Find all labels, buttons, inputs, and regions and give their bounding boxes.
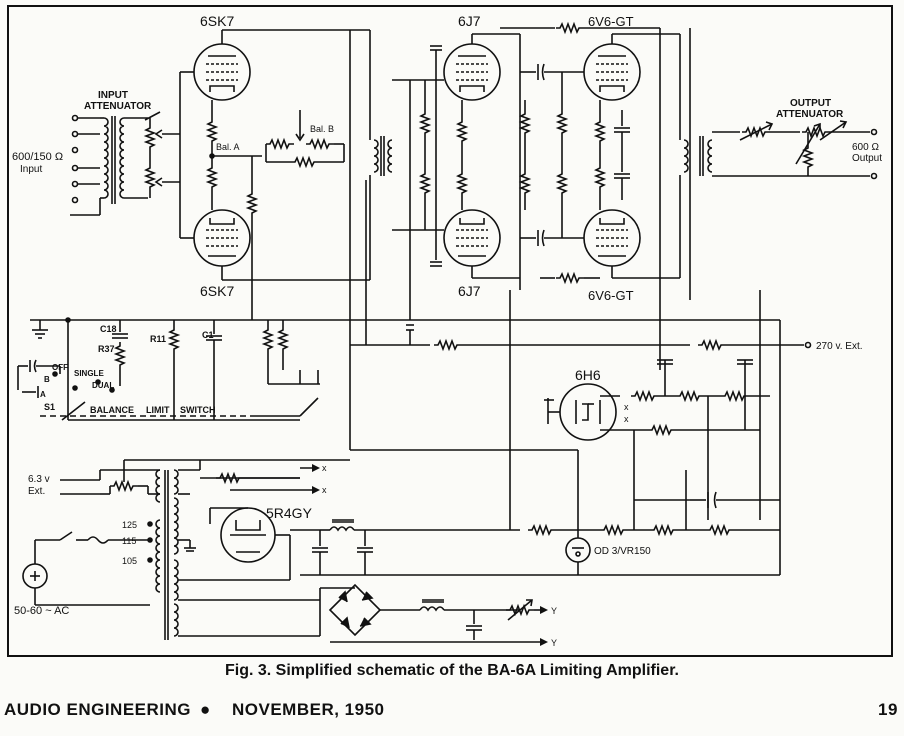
footer-date: NOVEMBER, 1950 (232, 700, 385, 719)
tube-label-6j7-top: 6J7 (458, 13, 481, 29)
vr-tube-label: OD 3/VR150 (594, 546, 651, 557)
bias-rectifier-bridge (319, 583, 546, 643)
tube-6v6-top (583, 33, 680, 101)
input-attenuator-label-1: INPUT (98, 90, 128, 101)
filter-network (300, 290, 781, 576)
balance-network (179, 29, 371, 320)
tube-label-6v6-top: 6V6-GT (588, 14, 634, 29)
ext-63-label-b: Ext. (28, 486, 45, 497)
s1-label: S1 (44, 402, 55, 412)
tap-115-label: 115 (122, 536, 136, 546)
r11-label: R11 (150, 334, 166, 344)
diagram-border (7, 5, 893, 657)
tube-6sk7-top (180, 29, 260, 101)
ac-mains-label: 50-60 ~ AC (14, 605, 69, 617)
output-word-label: Output (852, 153, 882, 164)
limit-label: LIMIT (146, 405, 170, 415)
dual-label: DUAL (92, 381, 114, 390)
off-label: OFF (52, 363, 68, 372)
tube-label-6v6-bottom: 6V6-GT (588, 288, 634, 303)
270v-rail (349, 30, 812, 450)
tube-label-6j7-bottom: 6J7 (458, 283, 481, 299)
tube-6h6 (544, 290, 770, 520)
tube-6j7-bottom (443, 209, 520, 279)
input-transformer (70, 116, 148, 216)
tap-125-label: 125 (122, 520, 137, 530)
y-label-1: Y (551, 606, 557, 616)
x-label-3: x (624, 402, 629, 412)
ext-270-label: 270 v. Ext. (816, 341, 863, 352)
tap-105-label: 105 (122, 556, 137, 566)
x-label-1: x (322, 463, 327, 473)
mains-input (22, 521, 153, 606)
tube-5r4gy (209, 507, 320, 580)
output-attenuator-label-1: OUTPUT (790, 98, 831, 109)
output-impedance-label: 600 Ω (852, 142, 879, 153)
schematic-diagram: 6SK7 6SK7 6J7 6J7 6V6-GT 6V6-GT 6H6 5R4G… (7, 5, 893, 657)
footer-bullet: ● (200, 700, 211, 719)
c18-label: C18 (100, 324, 117, 334)
mode-switch-s1 (17, 359, 300, 421)
tube-label-6h6: 6H6 (575, 367, 601, 383)
output-transformer (683, 120, 878, 180)
switch-label: SWITCH (180, 405, 216, 415)
single-label: SINGLE (74, 369, 104, 378)
tube-6sk7-bottom (180, 209, 260, 281)
c1-label: C1 (202, 330, 214, 340)
tube-label-6sk7-top: 6SK7 (200, 13, 234, 29)
63v-ext-input (60, 459, 200, 495)
input-attenuator-label-2: ATTENUATOR (84, 101, 152, 112)
output-attenuator-label-2: ATTENUATOR (776, 109, 844, 120)
tube-label-5r4gy: 5R4GY (266, 505, 313, 521)
y-label-2: Y (551, 638, 557, 648)
bias-bus (30, 317, 780, 420)
r37-label: R37 (98, 344, 115, 354)
power-transformer (155, 459, 350, 640)
input-word-label: Input (20, 164, 42, 175)
input-terminals (71, 114, 100, 204)
6j7-grid-network (392, 45, 530, 345)
tube-6j7-top (443, 33, 521, 290)
tube-label-6sk7-bottom: 6SK7 (200, 283, 234, 299)
ext-63-label-a: 6.3 v (28, 474, 50, 485)
bal-a-label: Bal. A (216, 142, 240, 152)
bal-b-label: Bal. B (310, 124, 334, 134)
input-attenuator-pots (144, 111, 180, 198)
figure-caption: Fig. 3. Simplified schematic of the BA-6… (225, 662, 679, 679)
a-label: A (40, 390, 46, 399)
balance-label: BALANCE (90, 405, 134, 415)
tube-6v6-bottom (583, 209, 680, 279)
footer-page-number: 19 (878, 700, 898, 719)
x-label-4: x (624, 414, 629, 424)
x-label-2: x (322, 485, 327, 495)
6v6-network (500, 23, 691, 370)
input-impedance-label: 600/150 Ω (12, 151, 63, 163)
interstage-transformer-1 (373, 136, 393, 176)
footer-journal: AUDIO ENGINEERING (4, 700, 192, 719)
b-label: B (44, 375, 50, 384)
